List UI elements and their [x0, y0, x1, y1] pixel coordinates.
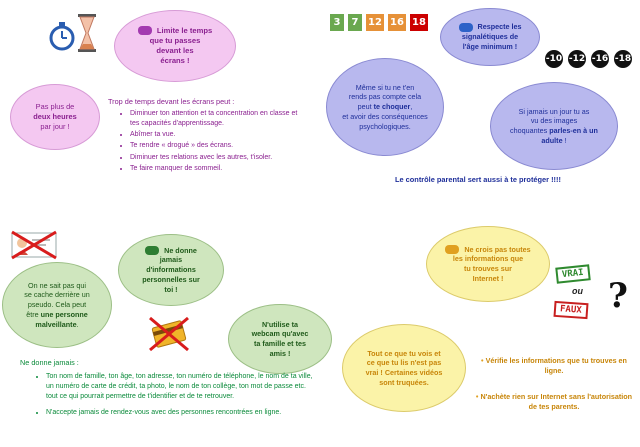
- cloud-pseudo: On ne sait pas qui se cache derrière un …: [2, 262, 112, 348]
- signals-line-1: Respecte les: [477, 22, 522, 32]
- age-badge-7: 7: [348, 14, 362, 31]
- never-give-list: Ton nom de famille, ton âge, ton adresse…: [30, 372, 316, 420]
- arrow-right-icon: [145, 246, 160, 256]
- cloud-limit-line-3: devant les: [156, 46, 194, 55]
- age-badge-18: 18: [410, 14, 428, 31]
- arrow-right-icon: [458, 23, 473, 33]
- talk-line-1: Si jamais un jour tu as: [518, 106, 590, 116]
- webcam-line-4: amis !: [269, 348, 291, 358]
- talk-bold: parles-en à un adulte: [541, 126, 598, 145]
- pseudo-line-3: pseudo. Cela peut: [27, 300, 87, 310]
- talk-post: !: [564, 135, 567, 145]
- believe-line-1: Ne crois pas toutes: [464, 244, 531, 254]
- talk-line-2: vu des images: [530, 116, 578, 126]
- age-badge-3: 3: [330, 14, 344, 31]
- pseudo-bold: une personne malveillante: [35, 309, 88, 329]
- rating-minus-12-icon: -12: [568, 50, 586, 68]
- screen-time-intro: Trop de temps devant les écrans peut :: [108, 97, 235, 106]
- hours-pre: Pas plus de: [35, 102, 75, 112]
- screen-effect-item: Te faire manquer de sommeil.: [130, 164, 308, 174]
- screen-effect-item: Abîmer ta vue.: [130, 130, 308, 140]
- screen-effect-item: Diminuer tes relations avec les autres, …: [130, 153, 308, 163]
- webcam-line-1: N'utilise ta: [261, 319, 299, 329]
- webcam-line-2: webcam qu'avec: [251, 329, 309, 339]
- info-line-4: toi !: [164, 284, 178, 294]
- pseudo-line-2: se cache derrière un: [24, 290, 90, 300]
- hourglass-icon: [48, 12, 100, 54]
- cloud-personal-info: Ne donne jamais d'informations personnel…: [118, 234, 224, 306]
- hours-bold: deux heures: [33, 112, 77, 121]
- cloud-shock: Même si tu ne t'en rends pas compte cela…: [326, 58, 444, 156]
- question-mark-icon: ?: [608, 276, 628, 316]
- shock-line-1: Même si tu ne t'en: [355, 82, 415, 92]
- pseudo-line-1: On ne sait pas qui: [28, 280, 86, 290]
- believe-line-3: tu trouves sur: [464, 264, 512, 273]
- talk-line-3: choquantes: [510, 126, 548, 135]
- rating-icons: -10 -12 -16 -18: [545, 50, 637, 70]
- shock-line-3-post: et: [342, 111, 349, 121]
- rating-minus-10-icon: -10: [545, 50, 563, 68]
- believe-line-2: les informations que: [452, 254, 524, 264]
- rating-minus-16-icon: -16: [591, 50, 609, 68]
- shock-line-2: rends pas compte cela: [348, 92, 422, 102]
- stranger-crossed-icon: [10, 230, 58, 260]
- never-give-item: Ton nom de famille, ton âge, ton adresse…: [46, 372, 316, 402]
- advice-item-text: Vérifie les informations que tu trouves …: [485, 356, 627, 376]
- signals-line-2: signalétiques de: [461, 32, 519, 42]
- vrai-faux-graphic: VRAI ou FAUX ?: [548, 262, 638, 326]
- age-badge-16: 16: [388, 14, 406, 31]
- stamp-faux: FAUX: [553, 300, 589, 320]
- cloud-talk-adult: Si jamais un jour tu as vu des images ch…: [490, 82, 618, 170]
- pseudo-line-4: être: [26, 309, 39, 319]
- hours-post: par jour !: [40, 121, 70, 131]
- info-line-1: Ne donne jamais: [159, 245, 197, 265]
- cloud-age-signals: Respecte les signalétiques de l'âge mini…: [440, 8, 540, 66]
- ou-text: ou: [572, 286, 583, 296]
- advice-item: • Vérifie les informations que tu trouve…: [481, 356, 627, 376]
- cloud-limit-line-4: écrans !: [160, 56, 190, 66]
- signals-line-3: l'âge minimum !: [462, 41, 518, 51]
- arrow-right-icon: [137, 26, 152, 35]
- rating-minus-18-icon: -18: [614, 50, 632, 68]
- screen-time-effects: Trop de temps devant les écrans peut : D…: [108, 97, 308, 175]
- screen-effect-item: Te rendre « drogué » des écrans.: [130, 141, 308, 151]
- true-line-2: ce que tu lis n'est pas: [366, 358, 442, 368]
- shock-line-3-pre: peut: [357, 102, 372, 112]
- screen-effect-item: Diminuer ton attention et ta concentrati…: [130, 109, 308, 129]
- age-badge-12: 12: [366, 14, 384, 31]
- true-line-4: sont truquées.: [379, 377, 429, 387]
- shock-bold: te choquer: [373, 102, 411, 112]
- pseudo-post: .: [76, 319, 79, 329]
- true-line-1: Tout ce que tu vois et: [367, 348, 441, 358]
- cloud-limit-line-2: que tu passes: [149, 35, 201, 45]
- cloud-webcam: N'utilise ta webcam qu'avec ta famille e…: [228, 304, 332, 374]
- arrow-right-icon: [445, 245, 460, 255]
- info-line-3: personnelles sur: [142, 274, 200, 284]
- never-give-title: Ne donne jamais :: [20, 358, 79, 367]
- believe-line-4: Internet !: [472, 273, 504, 283]
- internet-advice-list: • Vérifie les informations que tu trouve…: [474, 356, 634, 412]
- advice-item-text: N'achète rien sur Internet sans l'autori…: [480, 392, 633, 412]
- cloud-limit-line-1: Limite le temps: [156, 25, 213, 35]
- parental-control-note: Le contrôle parental sert aussi à te pro…: [395, 175, 561, 184]
- cloud-dont-believe: Ne crois pas toutes les informations que…: [426, 226, 550, 302]
- shock-line-4: avoir des conséquences: [350, 111, 428, 121]
- shock-line-5: psychologiques.: [359, 121, 411, 131]
- webcam-line-3: ta famille et tes: [254, 339, 306, 348]
- true-line-3: vrai ! Certaines vidéos: [365, 368, 443, 377]
- cloud-two-hours: Pas plus de deux heures par jour !: [10, 84, 100, 150]
- advice-item: • N'achète rien sur Internet sans l'auto…: [475, 392, 633, 412]
- info-line-2: d'informations: [146, 265, 196, 275]
- cloud-limit-screen-time: Limite le temps que tu passes devant les…: [114, 10, 236, 82]
- credit-card-crossed-icon: [146, 314, 192, 354]
- cloud-not-true: Tout ce que tu vois et ce que tu lis n'e…: [342, 324, 466, 412]
- stamp-vrai: VRAI: [555, 264, 591, 284]
- never-give-item: N'accepte jamais de rendez-vous avec des…: [46, 408, 316, 418]
- age-badges: 3 7 12 16 18: [330, 14, 440, 34]
